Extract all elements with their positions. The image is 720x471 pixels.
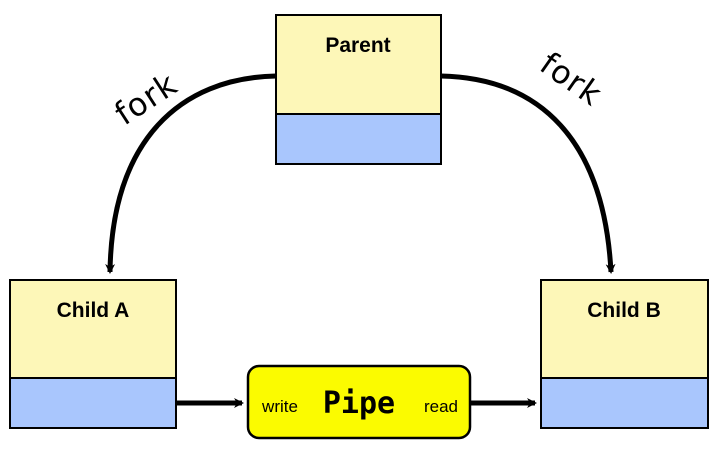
child-a-box-bottom <box>9 377 177 429</box>
child-a-box-top <box>9 279 177 379</box>
pipe-read-label: read <box>424 397 458 416</box>
child-a-label: Child A <box>57 299 130 322</box>
pipe-write-label: write <box>261 397 298 416</box>
child-b-box-top <box>540 279 709 379</box>
fork-arrow-left <box>105 73 277 274</box>
child-b-label: Child B <box>587 299 661 322</box>
pipe-title: Pipe <box>323 386 395 421</box>
child-a-process-box: Child A <box>9 279 177 429</box>
fork-label-right: fork <box>533 44 609 113</box>
pipe-rect <box>246 364 472 440</box>
child-b-process-box: Child B <box>540 279 709 429</box>
parent-label: Parent <box>325 34 390 57</box>
parent-process-box: Parent <box>275 14 442 165</box>
parent-box-top <box>275 14 442 115</box>
child-b-box-bottom <box>540 377 709 429</box>
fork-label-left: fork <box>108 65 184 133</box>
parent-box-bottom <box>275 113 442 165</box>
pipe-box: write Pipe read <box>246 364 472 440</box>
fork-arrow-right <box>440 73 616 274</box>
